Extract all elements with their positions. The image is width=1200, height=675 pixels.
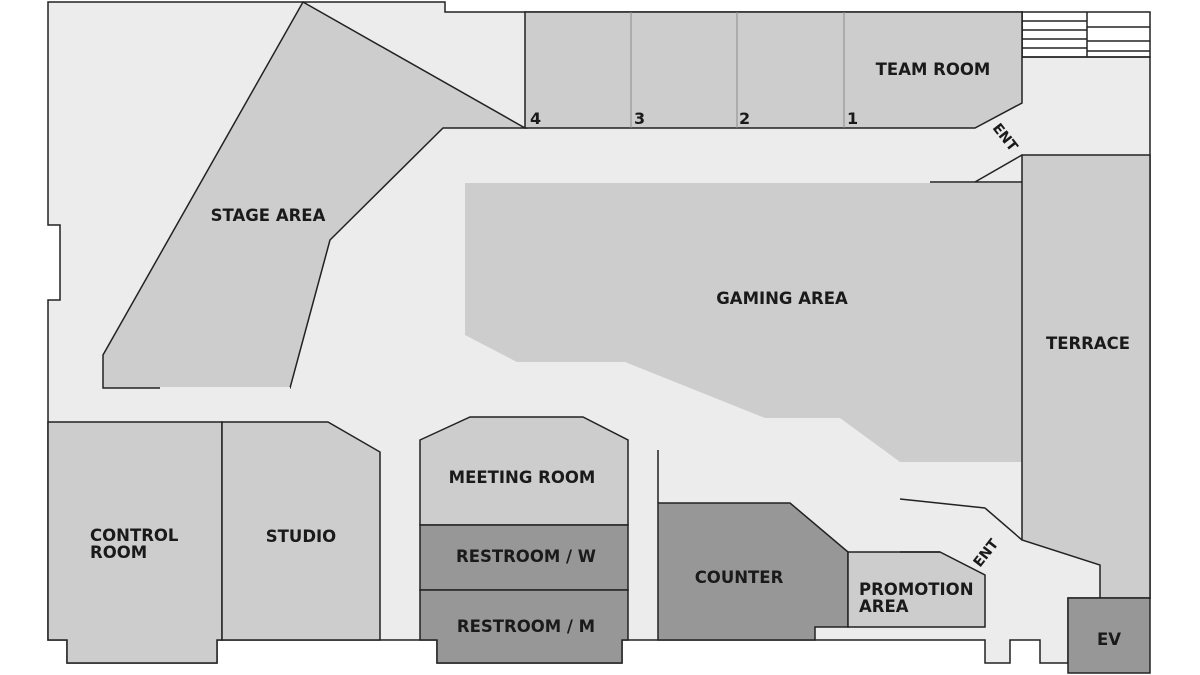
stage-area[interactable] <box>102 0 528 389</box>
restroom-w-label: RESTROOM / W <box>456 547 596 566</box>
control-room-label-1: CONTROL <box>90 526 179 545</box>
ev[interactable] <box>1067 597 1151 674</box>
restroom-m[interactable] <box>419 589 629 664</box>
control-room-label-2: ROOM <box>90 543 147 562</box>
booth-1-label: 1 <box>847 109 858 128</box>
stage-area-label: STAGE AREA <box>211 206 326 225</box>
booth-2-label: 2 <box>739 109 750 128</box>
restroom-m-label: RESTROOM / M <box>457 617 595 636</box>
meeting-room-label: MEETING ROOM <box>449 468 596 487</box>
gaming-area[interactable] <box>465 183 1022 462</box>
studio-label: STUDIO <box>266 527 336 546</box>
terrace-label: TERRACE <box>1046 334 1130 353</box>
team-room-block[interactable] <box>524 11 1023 129</box>
team-room-label: TEAM ROOM <box>876 60 991 79</box>
studio[interactable] <box>221 421 381 641</box>
terrace[interactable] <box>1021 154 1151 599</box>
booth-3-label: 3 <box>634 109 645 128</box>
counter-label: COUNTER <box>695 568 784 587</box>
promotion-area-label-2: AREA <box>859 597 909 616</box>
promotion-area-label-1: PROMOTION <box>859 580 974 599</box>
gaming-area-label: GAMING AREA <box>716 289 848 308</box>
restroom-w[interactable] <box>419 524 629 591</box>
ev-label: EV <box>1097 630 1121 649</box>
counter[interactable] <box>657 502 849 641</box>
booth-4-label: 4 <box>530 109 541 128</box>
stairs <box>1021 11 1151 58</box>
